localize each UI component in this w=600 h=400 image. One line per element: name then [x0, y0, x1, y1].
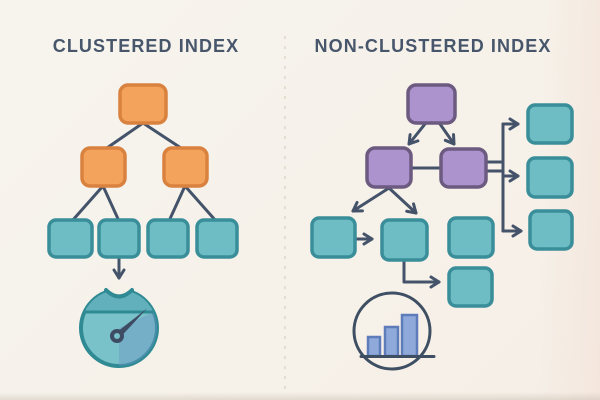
edge-ncl-root-to-child2-arrow [438, 122, 456, 146]
nonclustered-data-row-B [526, 156, 574, 199]
chart-circle [352, 291, 432, 371]
nonclustered-root-node [406, 83, 457, 125]
edge-ncl-child1-to-leaf1-arrow [351, 186, 391, 213]
gauge-needle [114, 308, 147, 339]
nonclustered-data-row-A [526, 103, 574, 145]
edge-cl-child1-to-leaf1 [70, 184, 105, 223]
nonclustered-data-row-C [528, 209, 574, 251]
clustered-branch-node-1 [80, 146, 127, 188]
clustered-index-title: CLUSTERED INDEX [52, 36, 240, 56]
gauge-needle-pivot [110, 329, 124, 343]
gauge-notch-border [104, 288, 134, 299]
edge-ncl-root-to-child1-arrow [407, 122, 427, 146]
edge-cl-root-to-child2 [141, 121, 186, 152]
nonclustered-leaf-node-1 [310, 216, 357, 259]
nonclustered-branch-node-1 [365, 146, 413, 189]
nonclustered-branch-node-2 [439, 147, 488, 189]
gauge-top-segment [84, 289, 154, 312]
clustered-root-node [118, 83, 168, 125]
edge-ncl-leaf2-to-leaf5-arrow [402, 259, 441, 289]
non-clustered-index-title: NON-CLUSTERED INDEX [314, 36, 552, 56]
nonclustered-leaf-node-2 [380, 218, 429, 262]
chart-bar-medium [383, 325, 400, 358]
chart-bar-small [366, 335, 382, 358]
edge-cl-child2-to-leaf4 [183, 184, 218, 223]
clustered-branch-node-2 [162, 146, 209, 188]
edge-cl-child2-to-leaf3 [167, 184, 187, 223]
clustered-leaf-node-1 [47, 218, 94, 259]
nonclustered-leaf-node-3 [447, 216, 495, 259]
clustered-leaf-node-3 [146, 218, 190, 259]
clustered-leaf-node-2 [97, 218, 141, 259]
edge-cl-root-to-child1 [102, 121, 145, 152]
edge-cl-child1-to-leaf2 [101, 184, 121, 223]
chart-bar-tall [400, 313, 419, 358]
edge-ncl-child1-to-leaf2-arrow [387, 186, 418, 215]
clustered-leaf-node-4 [195, 218, 239, 259]
nonclustered-leaf-node-4 [447, 266, 494, 308]
